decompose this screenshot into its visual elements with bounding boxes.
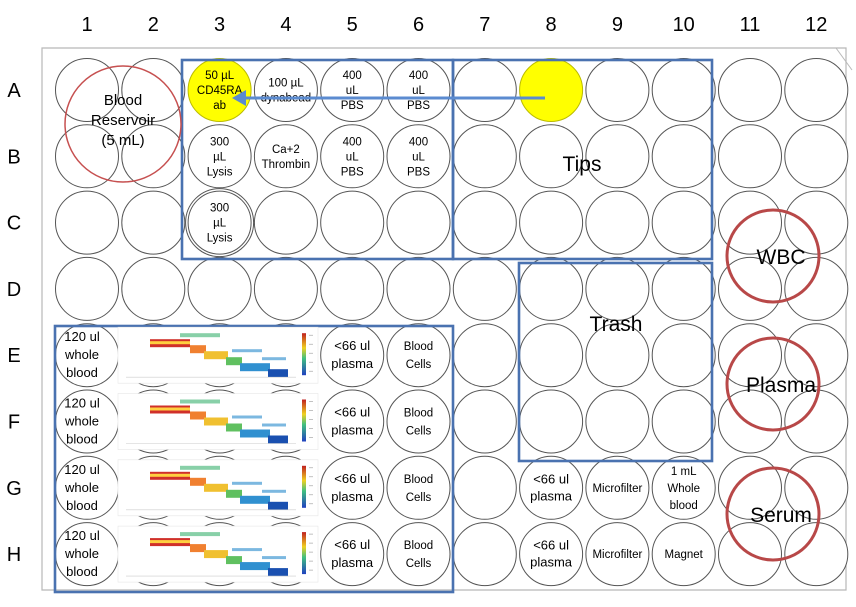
simulation-image xyxy=(118,460,318,516)
column-header-10: 10 xyxy=(673,14,695,36)
well-C9 xyxy=(586,191,649,254)
well-B7 xyxy=(453,125,516,188)
well-C2 xyxy=(122,191,185,254)
simulation-images xyxy=(118,327,318,582)
well-B12 xyxy=(785,125,848,188)
row-label-D: D xyxy=(7,279,21,301)
column-header-7: 7 xyxy=(479,14,490,36)
column-header-1: 1 xyxy=(81,14,92,36)
well-label-H10: Magnet xyxy=(665,549,704,561)
well-label-G9: Microfilter xyxy=(592,483,642,495)
well-F5 xyxy=(321,390,384,453)
well-label-H9: Microfilter xyxy=(592,549,642,561)
row-labels: A B C D E F G H xyxy=(6,80,22,566)
well-D4 xyxy=(254,257,317,320)
column-headers: 123456789101112 xyxy=(81,14,827,36)
well-F10 xyxy=(652,390,715,453)
well-A10 xyxy=(652,59,715,122)
row-label-E: E xyxy=(7,345,20,367)
well-H7 xyxy=(453,523,516,586)
simulation-image xyxy=(118,526,318,582)
row-label-G: G xyxy=(6,478,22,500)
well-D8 xyxy=(520,257,583,320)
well-E10 xyxy=(652,324,715,387)
well-E6 xyxy=(387,324,450,387)
large-well-label: Serum xyxy=(750,504,812,527)
well-D10 xyxy=(652,257,715,320)
well-G7 xyxy=(453,456,516,519)
well-A12 xyxy=(785,59,848,122)
simulation-image xyxy=(118,327,318,383)
well-A11 xyxy=(719,59,782,122)
row-label-H: H xyxy=(7,544,21,566)
well-A9 xyxy=(586,59,649,122)
large-well-label: WBC xyxy=(757,246,806,269)
trash-label: Trash xyxy=(590,313,643,336)
well-B11 xyxy=(719,125,782,188)
well-H5 xyxy=(321,523,384,586)
well-D1 xyxy=(56,257,119,320)
row-label-C: C xyxy=(7,213,21,235)
column-header-6: 6 xyxy=(413,14,424,36)
well-E5 xyxy=(321,324,384,387)
well-D5 xyxy=(321,257,384,320)
well-D6 xyxy=(387,257,450,320)
column-header-11: 11 xyxy=(740,14,761,36)
well-C8 xyxy=(520,191,583,254)
well-F11 xyxy=(719,390,782,453)
well-D7 xyxy=(453,257,516,320)
well-C7 xyxy=(453,191,516,254)
tips-label: Tips xyxy=(563,153,602,176)
column-header-2: 2 xyxy=(148,14,159,36)
column-header-9: 9 xyxy=(612,14,623,36)
column-header-4: 4 xyxy=(280,14,291,36)
plate-corner-mark xyxy=(836,48,852,70)
well-C10 xyxy=(652,191,715,254)
column-header-8: 8 xyxy=(546,14,557,36)
well-E8 xyxy=(520,324,583,387)
well-F9 xyxy=(586,390,649,453)
well-D3 xyxy=(188,257,251,320)
well-B10 xyxy=(652,125,715,188)
row-label-F: F xyxy=(8,412,20,434)
well-C6 xyxy=(387,191,450,254)
well-H6 xyxy=(387,523,450,586)
well-A7 xyxy=(453,59,516,122)
column-header-5: 5 xyxy=(347,14,358,36)
column-header-3: 3 xyxy=(214,14,225,36)
well-G6 xyxy=(387,456,450,519)
well-A8 xyxy=(520,59,583,122)
well-B4 xyxy=(254,125,317,188)
well-F8 xyxy=(520,390,583,453)
well-A4 xyxy=(254,59,317,122)
well-G5 xyxy=(321,456,384,519)
simulation-image xyxy=(118,394,318,450)
well-C4 xyxy=(254,191,317,254)
well-F7 xyxy=(453,390,516,453)
well-D9 xyxy=(586,257,649,320)
column-header-12: 12 xyxy=(805,14,827,36)
row-label-B: B xyxy=(7,146,20,168)
well-E7 xyxy=(453,324,516,387)
well-F6 xyxy=(387,390,450,453)
well-C5 xyxy=(321,191,384,254)
well-D2 xyxy=(122,257,185,320)
sample-input-label: 120 ulwholeblood xyxy=(64,329,100,380)
row-label-A: A xyxy=(7,80,21,102)
large-well-label: Plasma xyxy=(746,374,816,397)
well-C1 xyxy=(56,191,119,254)
